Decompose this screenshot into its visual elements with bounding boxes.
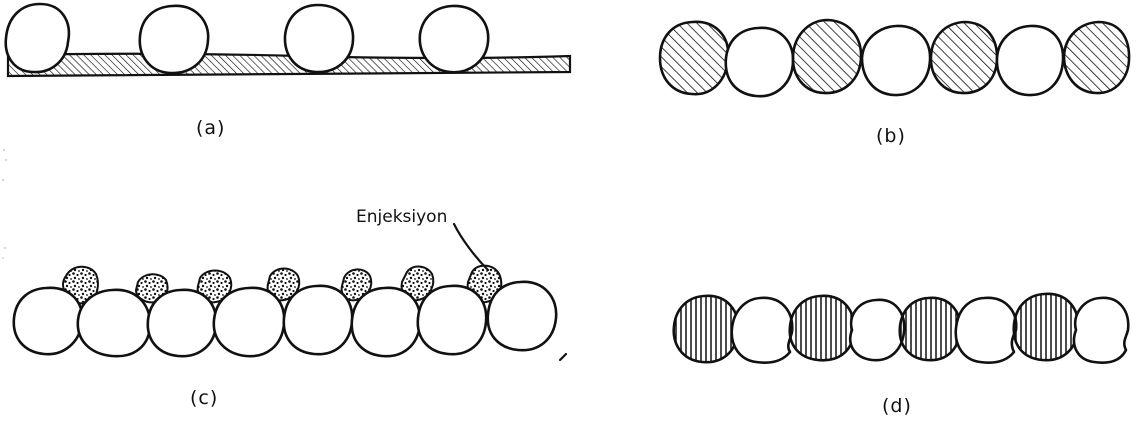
- panel-c-label: (c): [190, 387, 218, 409]
- soil-particles-c: [12, 280, 558, 358]
- soil-column-4: [860, 24, 932, 97]
- grout-column-d5: [898, 296, 962, 362]
- grout-column-1: [658, 20, 730, 96]
- panel-d: (d): [672, 292, 1130, 417]
- panel-a-label: (a): [196, 117, 225, 139]
- grout-column-3: [791, 18, 863, 95]
- panel-b: (b): [658, 18, 1131, 147]
- scan-specks: [2, 149, 7, 259]
- soil-column-6: [995, 24, 1065, 97]
- soil-column-2: [724, 26, 795, 98]
- grout-column-5: [929, 20, 999, 95]
- grout-column-d7: [1012, 292, 1080, 362]
- stray-mark: [558, 352, 568, 362]
- panel-c: Enjeksiyon (c): [12, 207, 568, 409]
- soil-column-d6: [954, 296, 1018, 364]
- soil-column-d2: [730, 296, 794, 364]
- panel-b-label: (b): [876, 125, 906, 147]
- grout-column-d1: [672, 294, 740, 364]
- soil-column-d8: [1072, 296, 1130, 364]
- grout-column-7: [1062, 20, 1131, 95]
- annotation-leader-line: [452, 222, 490, 272]
- grout-column-d3: [788, 294, 856, 362]
- soil-column-d4: [849, 298, 906, 362]
- injection-annotation: Enjeksiyon: [356, 207, 447, 227]
- soil-particles-a: [4, 2, 490, 75]
- panel-d-label: (d): [882, 395, 912, 417]
- panel-a: (a): [4, 2, 572, 139]
